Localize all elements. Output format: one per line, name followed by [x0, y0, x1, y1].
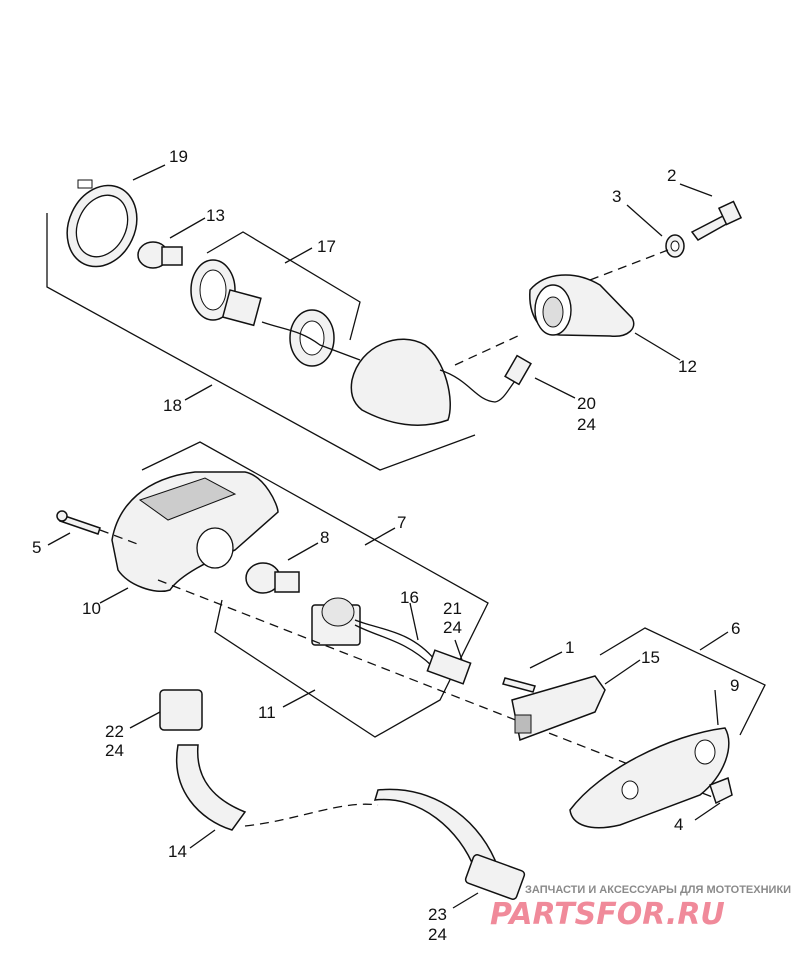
part-17-socket: [190, 259, 262, 327]
callout-23: 23: [428, 905, 447, 924]
tail-lamp-assembly: [56, 441, 721, 801]
watermark-logo: PARTSFOR.RU: [490, 897, 725, 932]
part-3-washer: [665, 234, 685, 258]
part-8-bulb: [245, 562, 300, 594]
part-1-screw: [502, 677, 536, 693]
part-22-connector: [159, 689, 203, 731]
callout-24-mid: 24: [443, 618, 462, 637]
callout-labels: 19 13 17 3 2 12 18 20 24 5 7 8 10 16 21 …: [32, 147, 740, 944]
callout-22: 22: [105, 722, 124, 741]
callout-18: 18: [163, 396, 182, 415]
leader-lines: [47, 164, 729, 909]
callout-7: 7: [397, 513, 406, 532]
callout-24-lower: 24: [428, 925, 447, 944]
callout-2: 2: [667, 166, 676, 185]
callout-4: 4: [674, 815, 683, 834]
turn-signal-assembly: [46, 179, 743, 471]
part-2-bolt: [690, 200, 743, 241]
callout-21: 21: [443, 599, 462, 618]
callout-12: 12: [678, 357, 697, 376]
callout-19: 19: [169, 147, 188, 166]
callout-17: 17: [317, 237, 336, 256]
callout-6: 6: [731, 619, 740, 638]
part-9-lens: [569, 727, 730, 829]
callout-14: 14: [168, 842, 187, 861]
watermark-tagline: ЗАПЧАСТИ И АКСЕССУАРЫ ДЛЯ МОТОТЕХНИКИ: [525, 884, 791, 896]
callout-1: 1: [565, 638, 574, 657]
part-grommet: [289, 309, 335, 367]
callout-16: 16: [400, 588, 419, 607]
part-7-socket: [311, 597, 361, 646]
callout-20: 20: [577, 394, 596, 413]
part-16-wire: [354, 619, 436, 661]
part-13-bulb: [137, 241, 183, 269]
part-19-ring: [66, 179, 138, 268]
signal-housing: [350, 338, 451, 426]
part-21-connector: [426, 649, 472, 685]
lens-assembly: [502, 627, 766, 829]
callout-10: 10: [82, 599, 101, 618]
callout-5: 5: [32, 538, 41, 557]
callout-11: 11: [258, 703, 276, 722]
part-20-connector: [504, 354, 532, 386]
watermark: ЗАПЧАСТИ И АКСЕССУАРЫ ДЛЯ МОТОТЕХНИКИ PA…: [490, 884, 791, 932]
callout-24-harness: 24: [105, 741, 124, 760]
wiring-harness: [159, 689, 526, 900]
part-20-wire: [439, 369, 521, 403]
callout-8: 8: [320, 528, 329, 547]
part-23-connector: [464, 854, 526, 900]
part-4-nut: [709, 776, 733, 805]
callout-24-upper: 24: [577, 415, 596, 434]
callout-3: 3: [612, 187, 621, 206]
callout-15: 15: [641, 648, 660, 667]
part-14-harness: [176, 744, 247, 831]
callout-9: 9: [730, 676, 739, 695]
callout-13: 13: [206, 206, 225, 225]
